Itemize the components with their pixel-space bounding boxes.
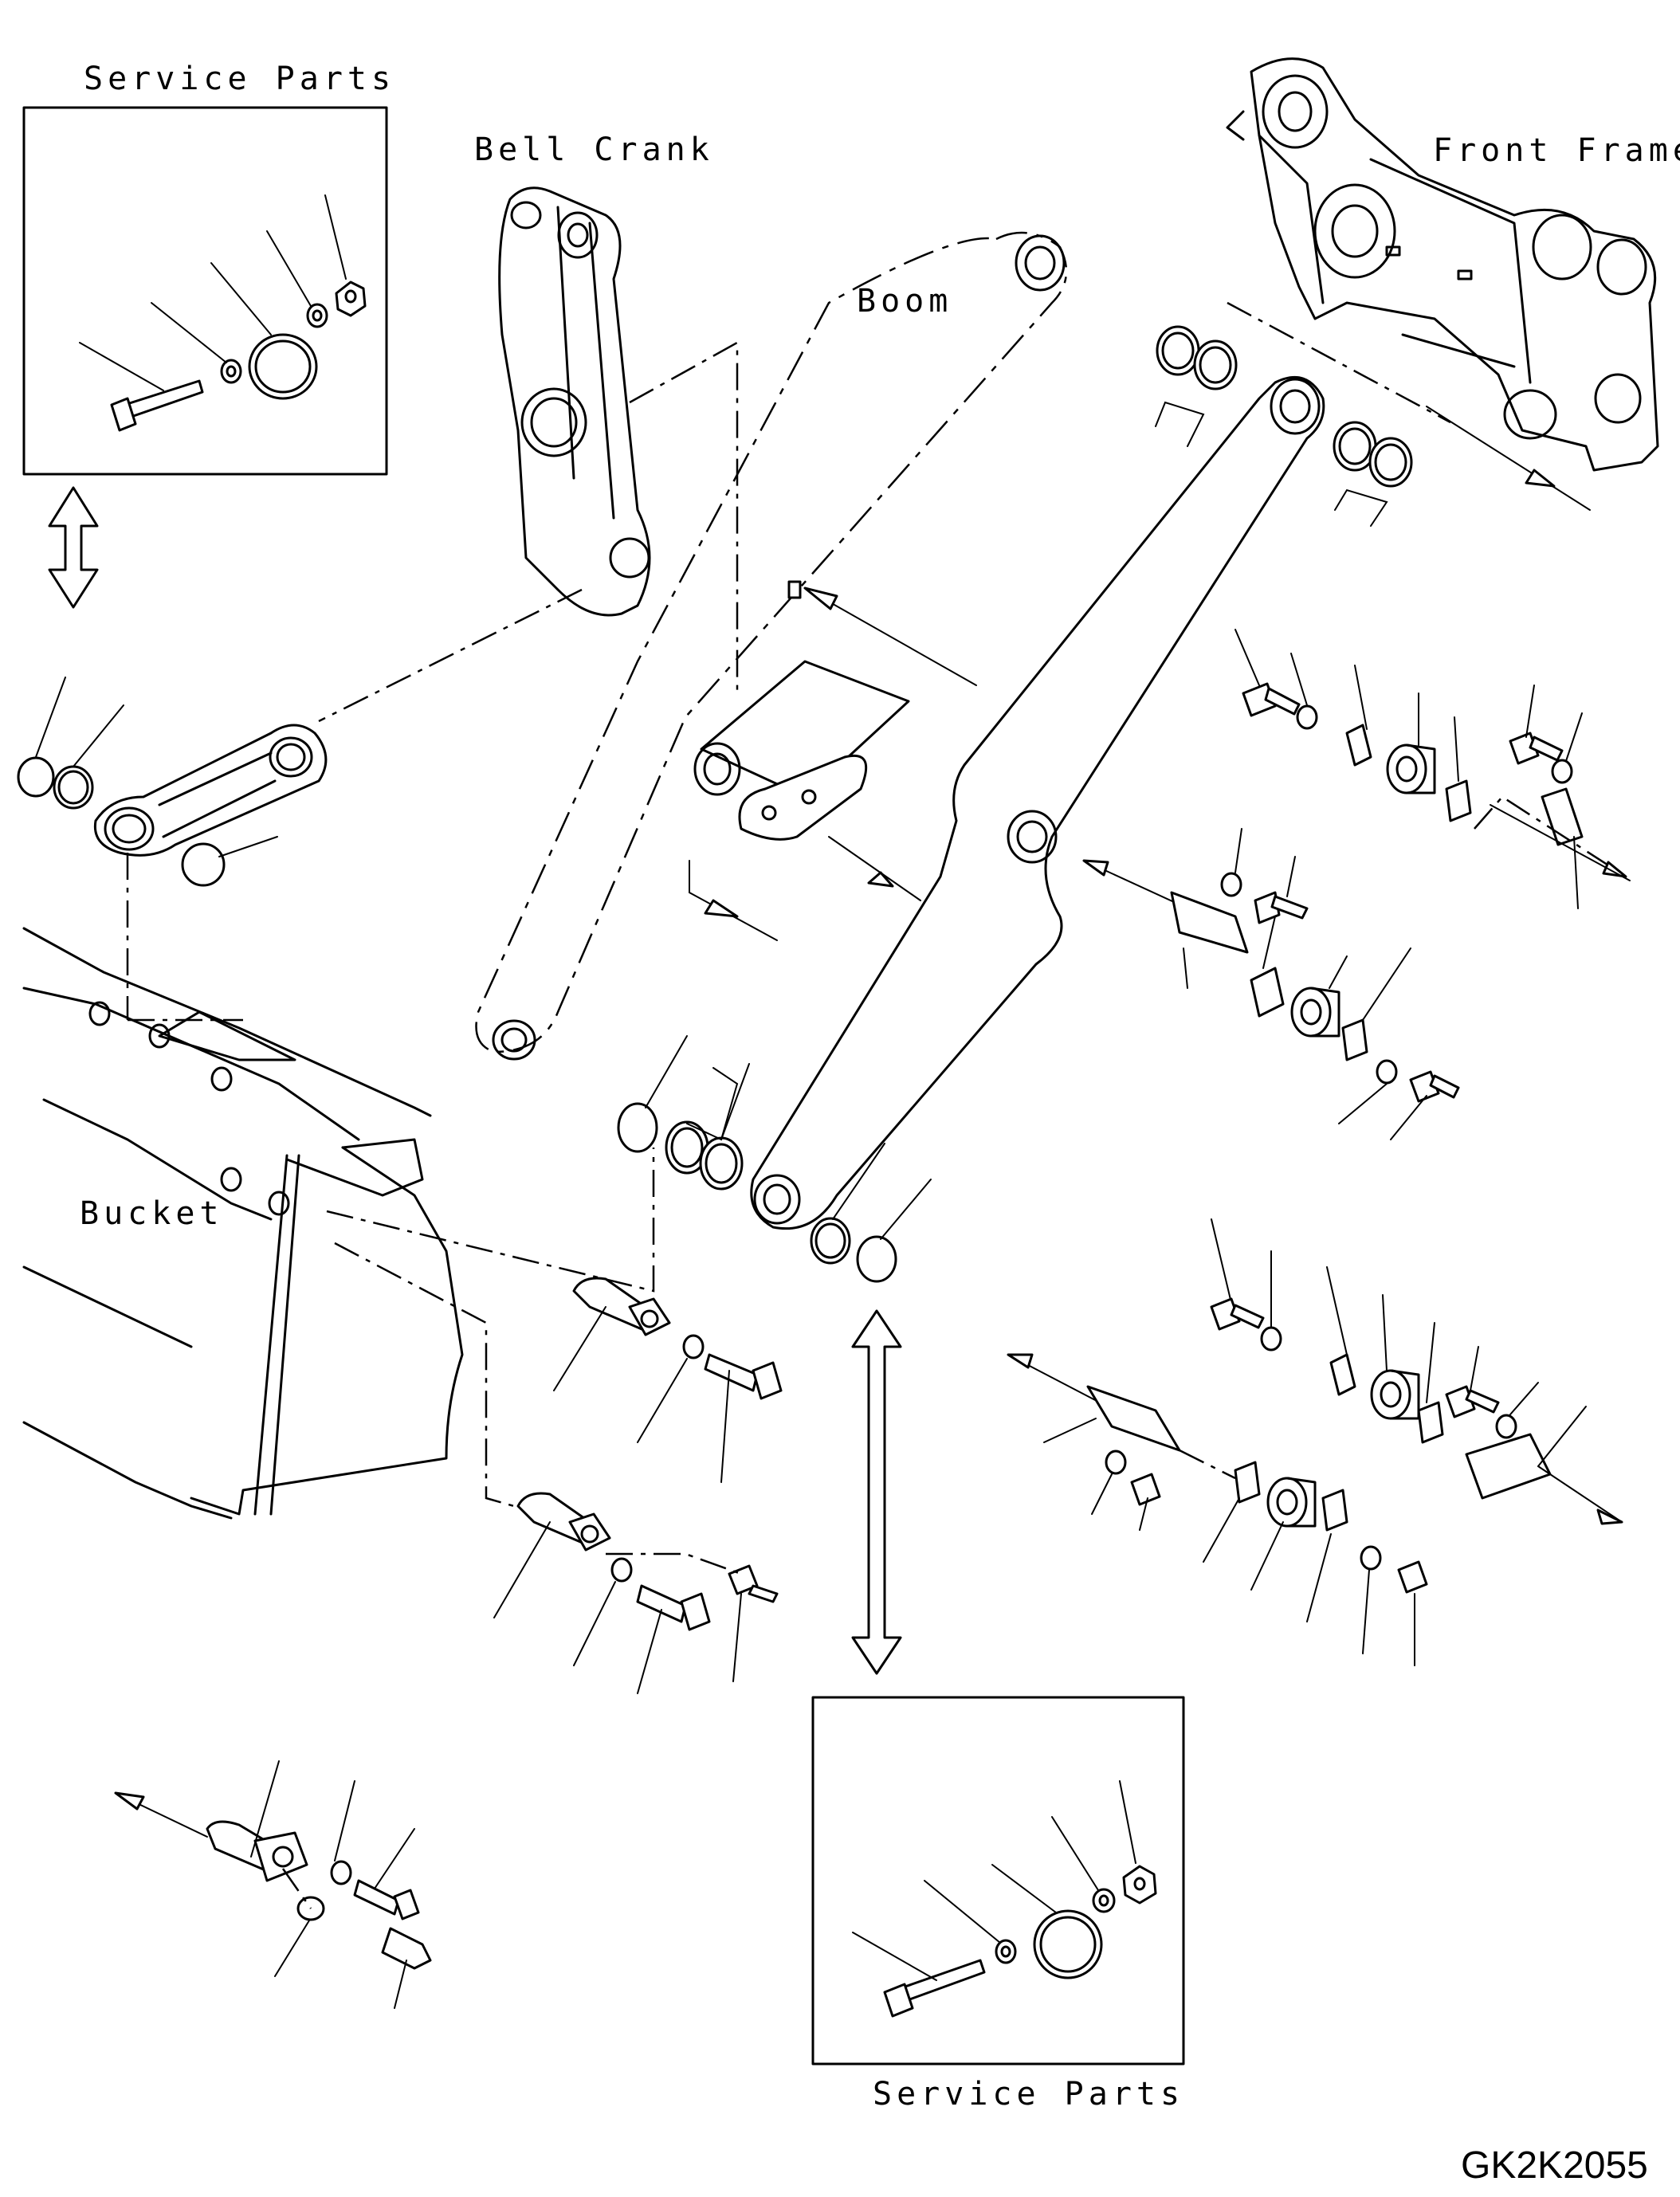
double-arrow-icon <box>48 486 99 609</box>
snap-ring-icon <box>991 1864 1103 1979</box>
service-parts-label-bottom: Service Parts <box>873 2076 1185 2113</box>
bolt-icon <box>79 342 204 432</box>
bell-crank-label: Bell Crank <box>474 131 714 168</box>
pin-group-lower <box>493 1492 779 1694</box>
washer-icon <box>151 302 242 384</box>
service-parts-box-bottom <box>811 1696 1185 2066</box>
service-parts-box-top <box>22 106 388 476</box>
washer-icon <box>924 1880 1017 1964</box>
clamp-group-upper <box>1234 629 1631 909</box>
bell-crank-part <box>498 186 651 617</box>
double-arrow-icon <box>851 1309 902 1675</box>
service-parts-label-top: Service Parts <box>84 61 396 97</box>
clamp-group-lower <box>1007 1218 1623 1666</box>
shim-group-boom <box>617 1035 932 1283</box>
washer-icon <box>266 230 328 328</box>
front-frame-label: Front Frame <box>1433 132 1680 169</box>
bucket-label: Bucket <box>80 1195 224 1232</box>
pin-group-upper <box>553 1277 783 1483</box>
shim-group-link <box>17 677 278 887</box>
shim-group-frame <box>1155 325 1413 527</box>
bolt-icon <box>852 1932 986 2018</box>
front-frame-part <box>1226 57 1659 472</box>
snap-ring-icon <box>210 262 318 400</box>
washer-icon <box>1051 1816 1116 1913</box>
arrow-lines-frame <box>1227 301 1591 511</box>
clamp-group-middle <box>1082 828 1460 1140</box>
pin-group-bottom-left <box>114 1760 432 2009</box>
link-part <box>93 724 328 857</box>
nut-icon <box>1119 1780 1157 1905</box>
boom-part <box>475 231 1325 1230</box>
bucket-part <box>22 853 655 1532</box>
nut-icon <box>324 194 367 317</box>
drawing-code: GK2K2055 <box>1461 2144 1648 2187</box>
boom-label: Boom <box>857 283 953 320</box>
arrow-lines-boom <box>689 587 977 941</box>
